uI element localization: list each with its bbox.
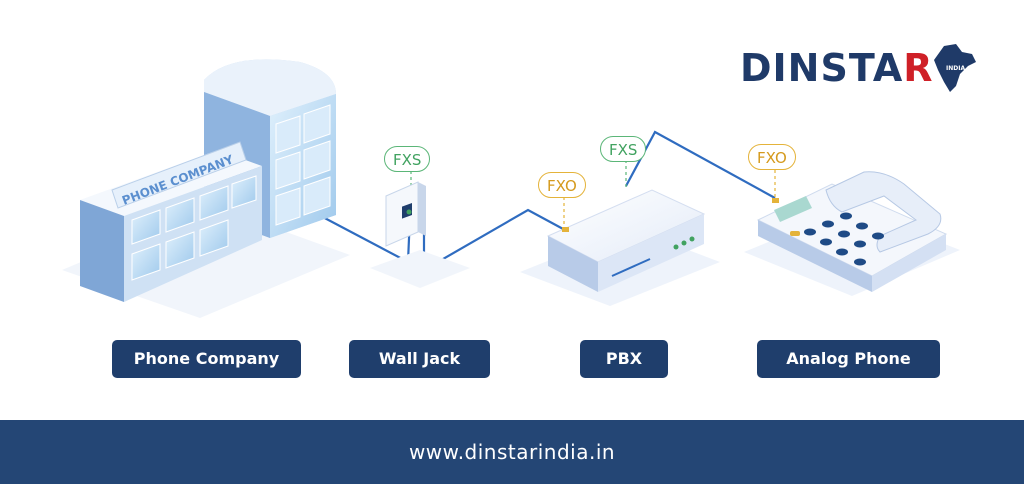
cable-lines [299,130,776,272]
label-wall-jack: Wall Jack [349,340,490,378]
label-pbx: PBX [580,340,668,378]
logo-wordmark: DINSTAR [740,46,934,90]
logo-subtext: INDIA [946,65,966,72]
pbx-fxo-badge: FXO [538,172,586,198]
phone-company-building: PHONE COMPANY [62,59,350,318]
footer-bar: www.dinstarindia.in [0,420,1024,484]
wall-jack [370,181,470,288]
wall-jack-fxs-badge: FXS [384,146,431,172]
india-map-icon [934,44,976,92]
pbx-fxs-badge: FXS [600,136,647,162]
footer-url-link[interactable]: www.dinstarindia.in [408,440,616,464]
analog-phone [744,171,960,296]
dinstar-logo: DINSTAR INDIA [740,44,980,94]
topology-diagram: PHONE COMPANY [62,44,976,318]
logo-accent-letter: R [903,46,934,90]
phone-fxo-badge: FXO [748,144,796,170]
label-phone-company: Phone Company [112,340,301,378]
pbx-device [520,189,720,306]
label-analog-phone: Analog Phone [757,340,940,378]
